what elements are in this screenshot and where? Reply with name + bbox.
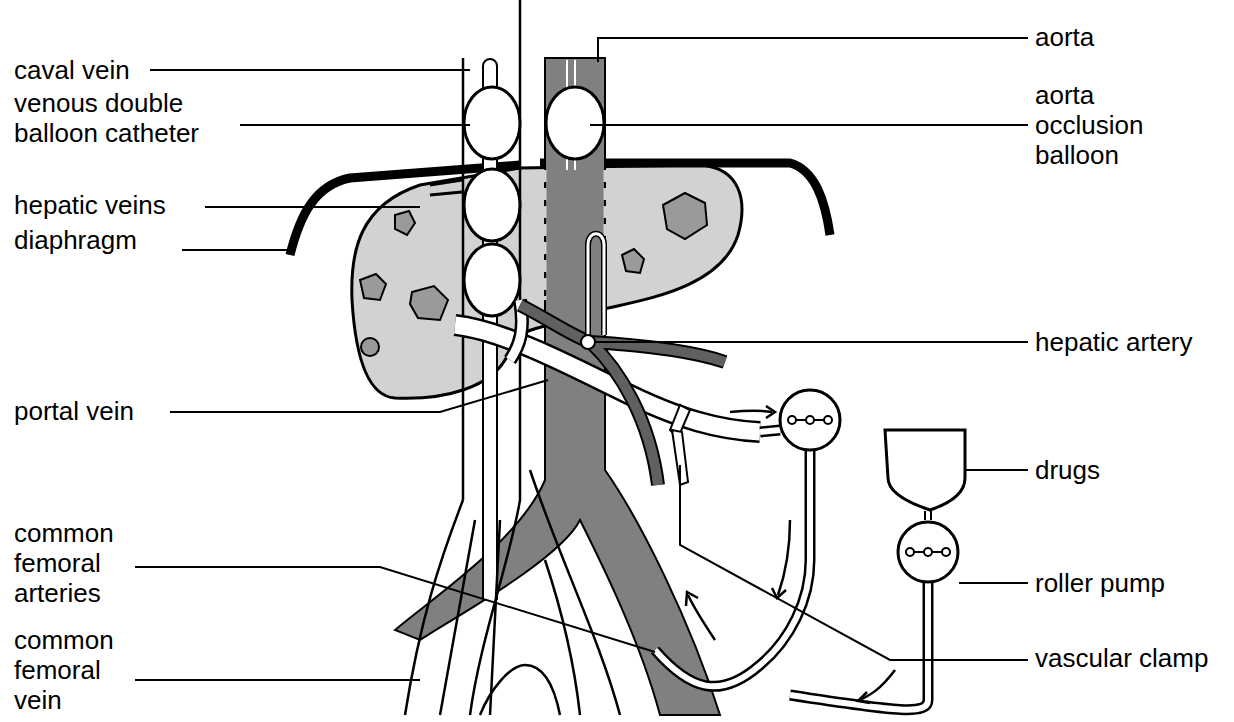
leader-line bbox=[170, 380, 548, 412]
part-label: aorta bbox=[1035, 22, 1225, 52]
tube bbox=[925, 511, 931, 520]
leader-line bbox=[135, 679, 420, 681]
part-label: diaphragm bbox=[14, 225, 214, 255]
leader-line bbox=[680, 465, 1028, 660]
drug-reservoir bbox=[885, 430, 965, 510]
leader-line bbox=[182, 249, 292, 251]
tube bbox=[790, 580, 928, 710]
pump-roller bbox=[806, 416, 814, 424]
leader-line bbox=[595, 341, 1028, 343]
part-label: roller pump bbox=[1035, 568, 1225, 598]
part-label: hepatic artery bbox=[1035, 327, 1225, 357]
pump-roller bbox=[906, 548, 914, 556]
part-label: hepatic veins bbox=[14, 190, 234, 220]
part-label: drugs bbox=[1035, 455, 1225, 485]
part-label: vascular clamp bbox=[1035, 643, 1225, 673]
flow-arrow bbox=[688, 595, 715, 640]
tube bbox=[655, 430, 810, 686]
leader-line bbox=[150, 69, 470, 71]
tumour bbox=[410, 286, 448, 320]
tube bbox=[790, 580, 928, 710]
part-label: caval vein bbox=[14, 55, 214, 85]
flow-arrow bbox=[778, 520, 790, 595]
pump-roller bbox=[824, 416, 832, 424]
femoral-vein bbox=[530, 470, 620, 715]
leader-line bbox=[959, 582, 1028, 584]
part-label: common femoral arteries bbox=[14, 518, 132, 608]
pump bbox=[780, 390, 840, 450]
tumour bbox=[395, 211, 415, 235]
flow-arrowhead bbox=[766, 406, 775, 418]
leader-line bbox=[966, 469, 1028, 471]
hepatic-artery-vessel bbox=[520, 305, 725, 485]
tumour bbox=[622, 249, 644, 273]
flow-arrow bbox=[730, 411, 772, 413]
aorta-balloon bbox=[546, 87, 604, 159]
tumour bbox=[360, 274, 386, 300]
pumps bbox=[780, 390, 965, 582]
flow-arrowhead bbox=[686, 592, 698, 606]
tube bbox=[655, 430, 810, 686]
hepatic-artery-wall bbox=[520, 305, 725, 485]
leader-lines bbox=[135, 38, 1028, 680]
pump-roller bbox=[788, 416, 796, 424]
hepatic-artery bbox=[520, 234, 725, 485]
part-label: portal vein bbox=[14, 396, 214, 426]
femoral-vein-loop bbox=[480, 665, 560, 715]
hepatic-vein bbox=[430, 180, 462, 195]
leader-line bbox=[240, 124, 470, 126]
balloons bbox=[430, 87, 604, 316]
part-label: venous double balloon catheter bbox=[14, 88, 246, 148]
catheter-tip bbox=[581, 335, 595, 349]
venous-balloon bbox=[464, 169, 520, 241]
femoral-vein bbox=[405, 360, 520, 715]
pump-roller bbox=[924, 548, 932, 556]
leader-line bbox=[135, 567, 655, 652]
leader-line bbox=[598, 38, 1028, 62]
flow-arrows bbox=[686, 406, 895, 703]
aorta-vessel bbox=[395, 58, 720, 715]
roller-pump bbox=[898, 522, 958, 582]
part-label: aorta occlusion balloon bbox=[1035, 80, 1185, 170]
flow-arrowhead bbox=[858, 692, 870, 703]
part-label: common femoral vein bbox=[14, 625, 132, 715]
leader-line bbox=[590, 124, 1028, 126]
tumour bbox=[361, 338, 379, 356]
aorta bbox=[395, 58, 720, 715]
tumour bbox=[663, 193, 707, 239]
venous-balloon bbox=[464, 87, 520, 159]
leader-line bbox=[205, 206, 420, 208]
artery-catheter bbox=[588, 234, 604, 342]
pump-roller bbox=[942, 548, 950, 556]
artery-catheter bbox=[588, 234, 604, 342]
venous-balloon bbox=[464, 244, 520, 316]
